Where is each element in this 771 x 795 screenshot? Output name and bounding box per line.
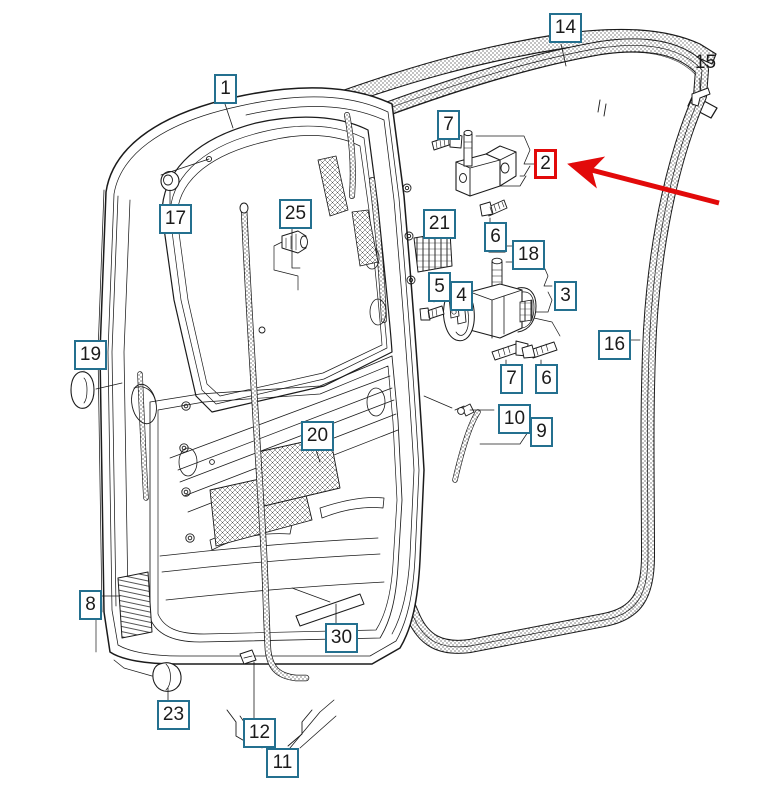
callout-label-21: 21 [423,209,456,239]
part-19-oval-plug [70,371,123,409]
callout-label-23: 23 [157,700,190,730]
callout-label-7a: 7 [437,110,460,140]
callout-label-2: 2 [534,149,557,179]
part-23-round-plug [113,659,182,692]
callout-label-6b: 6 [535,364,558,394]
callout-label-25: 25 [279,199,312,229]
highlight-arrow [567,156,720,206]
callout-label-5: 5 [428,272,451,302]
callout-label-12: 12 [243,718,276,748]
part-2-upper-hinge-assembly [431,129,535,217]
callout-label-18: 18 [512,240,545,270]
callout-label-7b: 7 [500,364,523,394]
callout-label-19: 19 [74,340,107,370]
callout-label-4: 4 [450,281,473,311]
callout-label-11: 11 [266,748,299,778]
callout-label-30: 30 [325,623,358,653]
callout-label-14: 14 [549,13,582,43]
callout-label-9: 9 [530,417,553,447]
part-25-rivet [273,230,308,291]
part-11-12-window-rod [239,202,310,682]
callout-label-8: 8 [79,590,102,620]
callout-label-15: 15 [694,51,717,73]
callout-label-6a: 6 [484,222,507,252]
part-8-vent-grille [117,571,153,639]
part-17-grommet [160,155,213,192]
callout-label-1: 1 [214,74,237,104]
callout-label-16: 16 [598,330,631,360]
part-30-trim-strip [291,587,365,627]
callout-label-3: 3 [554,281,577,311]
callout-label-20: 20 [301,421,334,451]
callout-label-17: 17 [159,204,192,234]
part-16-door-seal [323,38,709,654]
part-15-seal-clip [597,87,711,117]
callout-label-10: 10 [498,404,531,434]
